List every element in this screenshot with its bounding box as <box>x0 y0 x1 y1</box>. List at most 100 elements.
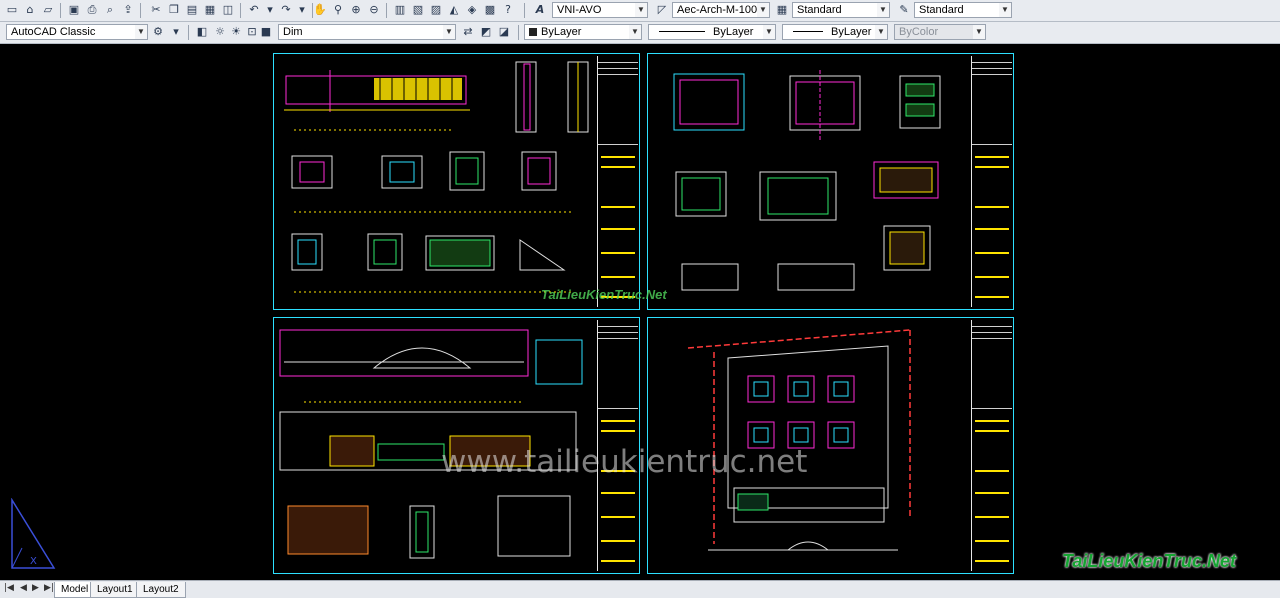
separator <box>386 3 387 18</box>
drawing-sheet[interactable] <box>273 53 640 310</box>
layer-lock-icon[interactable]: ⊡ <box>247 25 257 38</box>
block-editor-icon[interactable]: ◫ <box>222 3 234 16</box>
drawing-sheet[interactable] <box>647 53 1014 310</box>
title-block-line <box>972 332 1012 333</box>
title-block-line <box>972 144 1012 145</box>
title-block-row <box>975 166 1009 168</box>
pan-icon[interactable]: ✋ <box>313 3 327 16</box>
sheet-drawing-content <box>673 70 941 291</box>
watermark-text: www.tailieukientruc.net <box>441 444 808 480</box>
drawing-sheet[interactable] <box>273 317 640 574</box>
layers-toolbar: AutoCAD Classic▼ ⚙ ▾ ◧ ☼ ☀ ⊡ ■ Dim▼ ⇄ ◩ … <box>0 22 1280 44</box>
tab-layout2[interactable]: Layout2 <box>136 582 186 598</box>
color-value: ByLayer <box>541 26 582 38</box>
first-tab-icon[interactable]: |◀ <box>4 583 14 593</box>
title-block-row <box>975 540 1009 542</box>
undo-dropdown-icon[interactable]: ▾ <box>267 3 273 16</box>
separator <box>524 3 525 18</box>
sheet-set-icon[interactable]: ◭ <box>449 3 459 16</box>
title-block-row <box>975 470 1009 472</box>
layer-dropdown[interactable]: Dim ▼ <box>278 24 456 40</box>
title-block-row <box>601 470 635 472</box>
title-block-line <box>598 74 638 75</box>
multileader-style-dropdown[interactable]: Standard ▼ <box>914 2 1012 18</box>
layer-freeze-icon[interactable]: ☀ <box>231 25 241 38</box>
match-properties-icon[interactable]: ▦ <box>204 3 216 16</box>
lineweight-value: ByLayer <box>831 26 872 38</box>
plot-icon[interactable]: ⎙ <box>87 3 97 16</box>
undo-icon[interactable]: ↶ <box>249 3 259 16</box>
prev-tab-icon[interactable]: ◀ <box>20 583 27 593</box>
properties-icon[interactable]: ▥ <box>394 3 406 16</box>
title-block-line <box>598 338 638 339</box>
workspace-value: AutoCAD Classic <box>11 26 96 38</box>
open-icon[interactable]: ⌂ <box>26 3 34 16</box>
title-block-row <box>975 492 1009 494</box>
title-block <box>597 320 638 571</box>
new-icon[interactable]: ▭ <box>6 3 18 16</box>
title-block-row <box>601 228 635 230</box>
plot-preview-icon[interactable]: ⌕ <box>106 3 114 16</box>
separator <box>518 25 519 40</box>
help-icon[interactable]: ? <box>505 3 511 16</box>
text-style-icon[interactable]: A <box>535 3 545 16</box>
markup-icon[interactable]: ◈ <box>467 3 477 16</box>
next-tab-icon[interactable]: ▶ <box>32 583 39 593</box>
zoom-previous-icon[interactable]: ⊖ <box>369 3 379 16</box>
layer-color-icon[interactable]: ■ <box>260 25 272 38</box>
design-center-icon[interactable]: ▧ <box>412 3 424 16</box>
chevron-down-icon: ▼ <box>999 3 1011 17</box>
dim-style-icon[interactable]: ◸ <box>657 3 667 16</box>
table-style-dropdown[interactable]: Standard▼ <box>792 2 890 18</box>
title-block-row <box>601 296 635 298</box>
zoom-realtime-icon[interactable]: ⚲ <box>333 3 343 16</box>
copy-icon[interactable]: ❐ <box>169 3 179 16</box>
model-space-canvas[interactable] <box>0 44 1280 580</box>
chevron-down-icon: ▼ <box>875 25 887 39</box>
standard-toolbar: ▭ ⌂ ▱ ▣ ⎙ ⌕ ⇪ ✂ ❐ ▤ ▦ ◫ ↶ ▾ ↷ ▾ ✋ ⚲ ⊕ ⊖ … <box>0 0 1280 22</box>
layer-previous-icon[interactable]: ◩ <box>480 25 492 38</box>
tab-layout1[interactable]: Layout1 <box>90 582 140 598</box>
save-icon[interactable]: ▣ <box>68 3 80 16</box>
text-style-dropdown[interactable]: VNI-AVO▼ <box>552 2 648 18</box>
layer-on-icon[interactable]: ☼ <box>215 25 225 38</box>
plotstyle-dropdown[interactable]: ByColor▼ <box>894 24 986 40</box>
lineweight-dropdown[interactable]: ByLayer▼ <box>782 24 888 40</box>
chevron-down-icon: ▼ <box>443 25 455 39</box>
title-block <box>971 320 1012 571</box>
title-block-line <box>598 62 638 63</box>
zoom-window-icon[interactable]: ⊕ <box>351 3 361 16</box>
workspace-dropdown[interactable]: AutoCAD Classic▼ <box>6 24 148 40</box>
title-block-line <box>972 74 1012 75</box>
redo-icon[interactable]: ↷ <box>281 3 291 16</box>
publish-icon[interactable]: ⇪ <box>123 3 133 16</box>
open-folder-icon[interactable]: ▱ <box>43 3 53 16</box>
last-tab-icon[interactable]: ▶| <box>44 583 54 593</box>
multileader-style-value: Standard <box>919 4 964 16</box>
title-block <box>597 56 638 307</box>
linetype-dropdown[interactable]: ByLayer▼ <box>648 24 776 40</box>
color-swatch <box>529 28 537 36</box>
workspace-settings-icon[interactable]: ⚙ <box>153 25 163 38</box>
title-block-row <box>975 296 1009 298</box>
title-block-row <box>975 206 1009 208</box>
quickcalc-icon[interactable]: ▩ <box>484 3 496 16</box>
layer-states-icon[interactable]: ◪ <box>498 25 510 38</box>
ucs-icon: X <box>11 498 56 569</box>
title-block-row <box>601 252 635 254</box>
title-block-row <box>975 228 1009 230</box>
customize-icon[interactable]: ▾ <box>173 25 179 38</box>
redo-dropdown-icon[interactable]: ▾ <box>299 3 305 16</box>
make-current-icon[interactable]: ⇄ <box>463 25 473 38</box>
table-style-icon[interactable]: ▦ <box>776 3 788 16</box>
color-dropdown[interactable]: ByLayer▼ <box>524 24 642 40</box>
dim-style-dropdown[interactable]: Aec-Arch-M-100▼ <box>672 2 770 18</box>
multileader-style-icon[interactable]: ✎ <box>899 3 909 16</box>
drawing-sheet[interactable] <box>647 317 1014 574</box>
layer-value: Dim <box>283 26 303 38</box>
cut-icon[interactable]: ✂ <box>151 3 161 16</box>
title-block-row <box>975 516 1009 518</box>
paste-icon[interactable]: ▤ <box>186 3 198 16</box>
tool-palettes-icon[interactable]: ▨ <box>430 3 442 16</box>
layer-properties-icon[interactable]: ◧ <box>196 25 208 38</box>
